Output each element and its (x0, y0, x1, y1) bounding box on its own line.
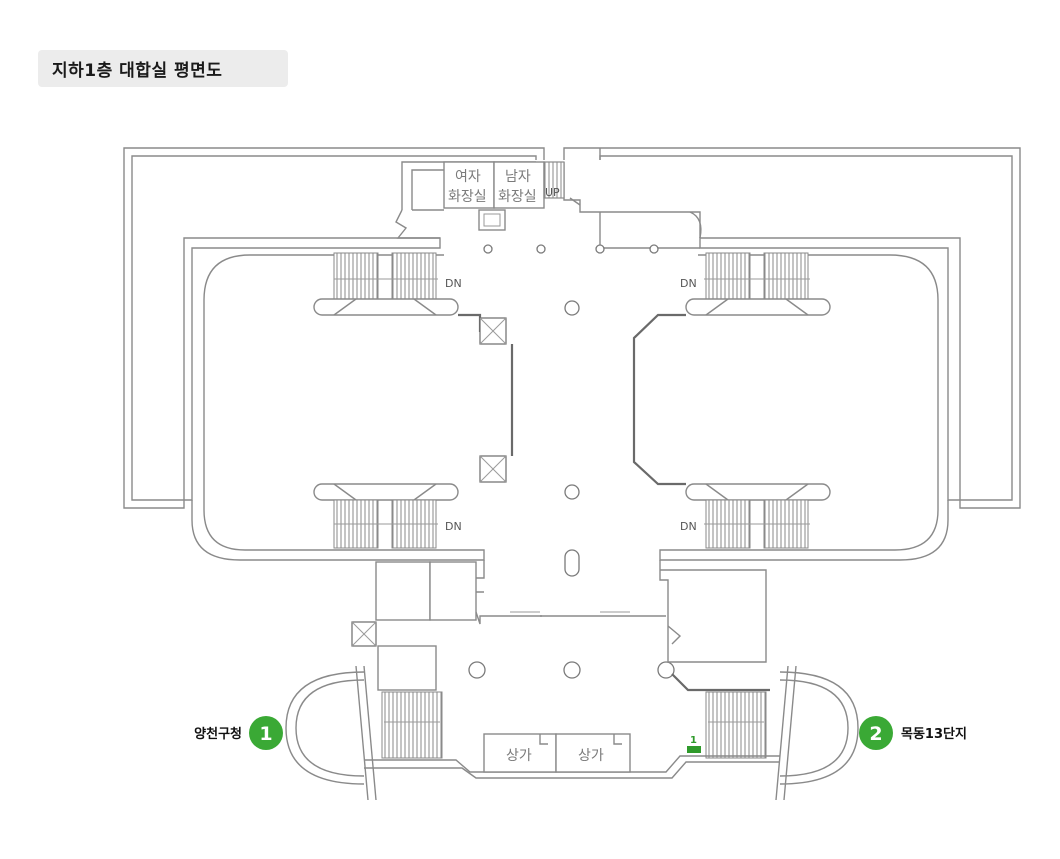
up-label: UP (545, 186, 560, 199)
stair-nw (313, 252, 459, 316)
men-restroom-label: 남자 (505, 169, 531, 185)
exit-1-bulb (295, 679, 365, 777)
stair-sw (313, 483, 459, 549)
stair-bottom-right (705, 691, 767, 759)
dn-label-sw: DN (445, 520, 462, 533)
shop-2-label: 상가 (578, 748, 604, 764)
women-restroom-label-2: 화장실 (448, 189, 487, 205)
exit-2-bulb (779, 679, 849, 777)
page-title: 지하1층 대합실 평면도 (52, 61, 223, 81)
men-restroom-label-2: 화장실 (498, 189, 537, 205)
shop-1-label: 상가 (506, 748, 532, 764)
exit-2-number: 2 (869, 723, 882, 745)
exit-2-label[interactable]: 목동13단지 (901, 726, 967, 742)
dn-label-ne: DN (680, 277, 697, 290)
stair-se (685, 483, 831, 549)
outer-walls (123, 147, 1021, 561)
lower-walls (351, 560, 770, 692)
stair-ne (685, 252, 831, 316)
exit-1-badge[interactable] (249, 716, 283, 750)
women-restroom (443, 161, 495, 209)
stair-bottom-left (381, 691, 443, 759)
exit-2-badge[interactable] (859, 716, 893, 750)
shop-2 (555, 733, 631, 773)
dn-label-nw: DN (445, 277, 462, 290)
women-restroom-label: 여자 (455, 169, 481, 185)
location-marker-label: 1 (690, 735, 697, 746)
restroom-block (395, 161, 702, 249)
exit-1-number: 1 (259, 723, 272, 745)
title-badge: 지하1층 대합실 평면도 (38, 50, 288, 87)
location-marker (687, 746, 701, 753)
columns (468, 244, 675, 679)
dn-label-se: DN (680, 520, 697, 533)
exit-1-label[interactable]: 양천구청 (194, 726, 242, 742)
concourse-walls (458, 313, 686, 486)
